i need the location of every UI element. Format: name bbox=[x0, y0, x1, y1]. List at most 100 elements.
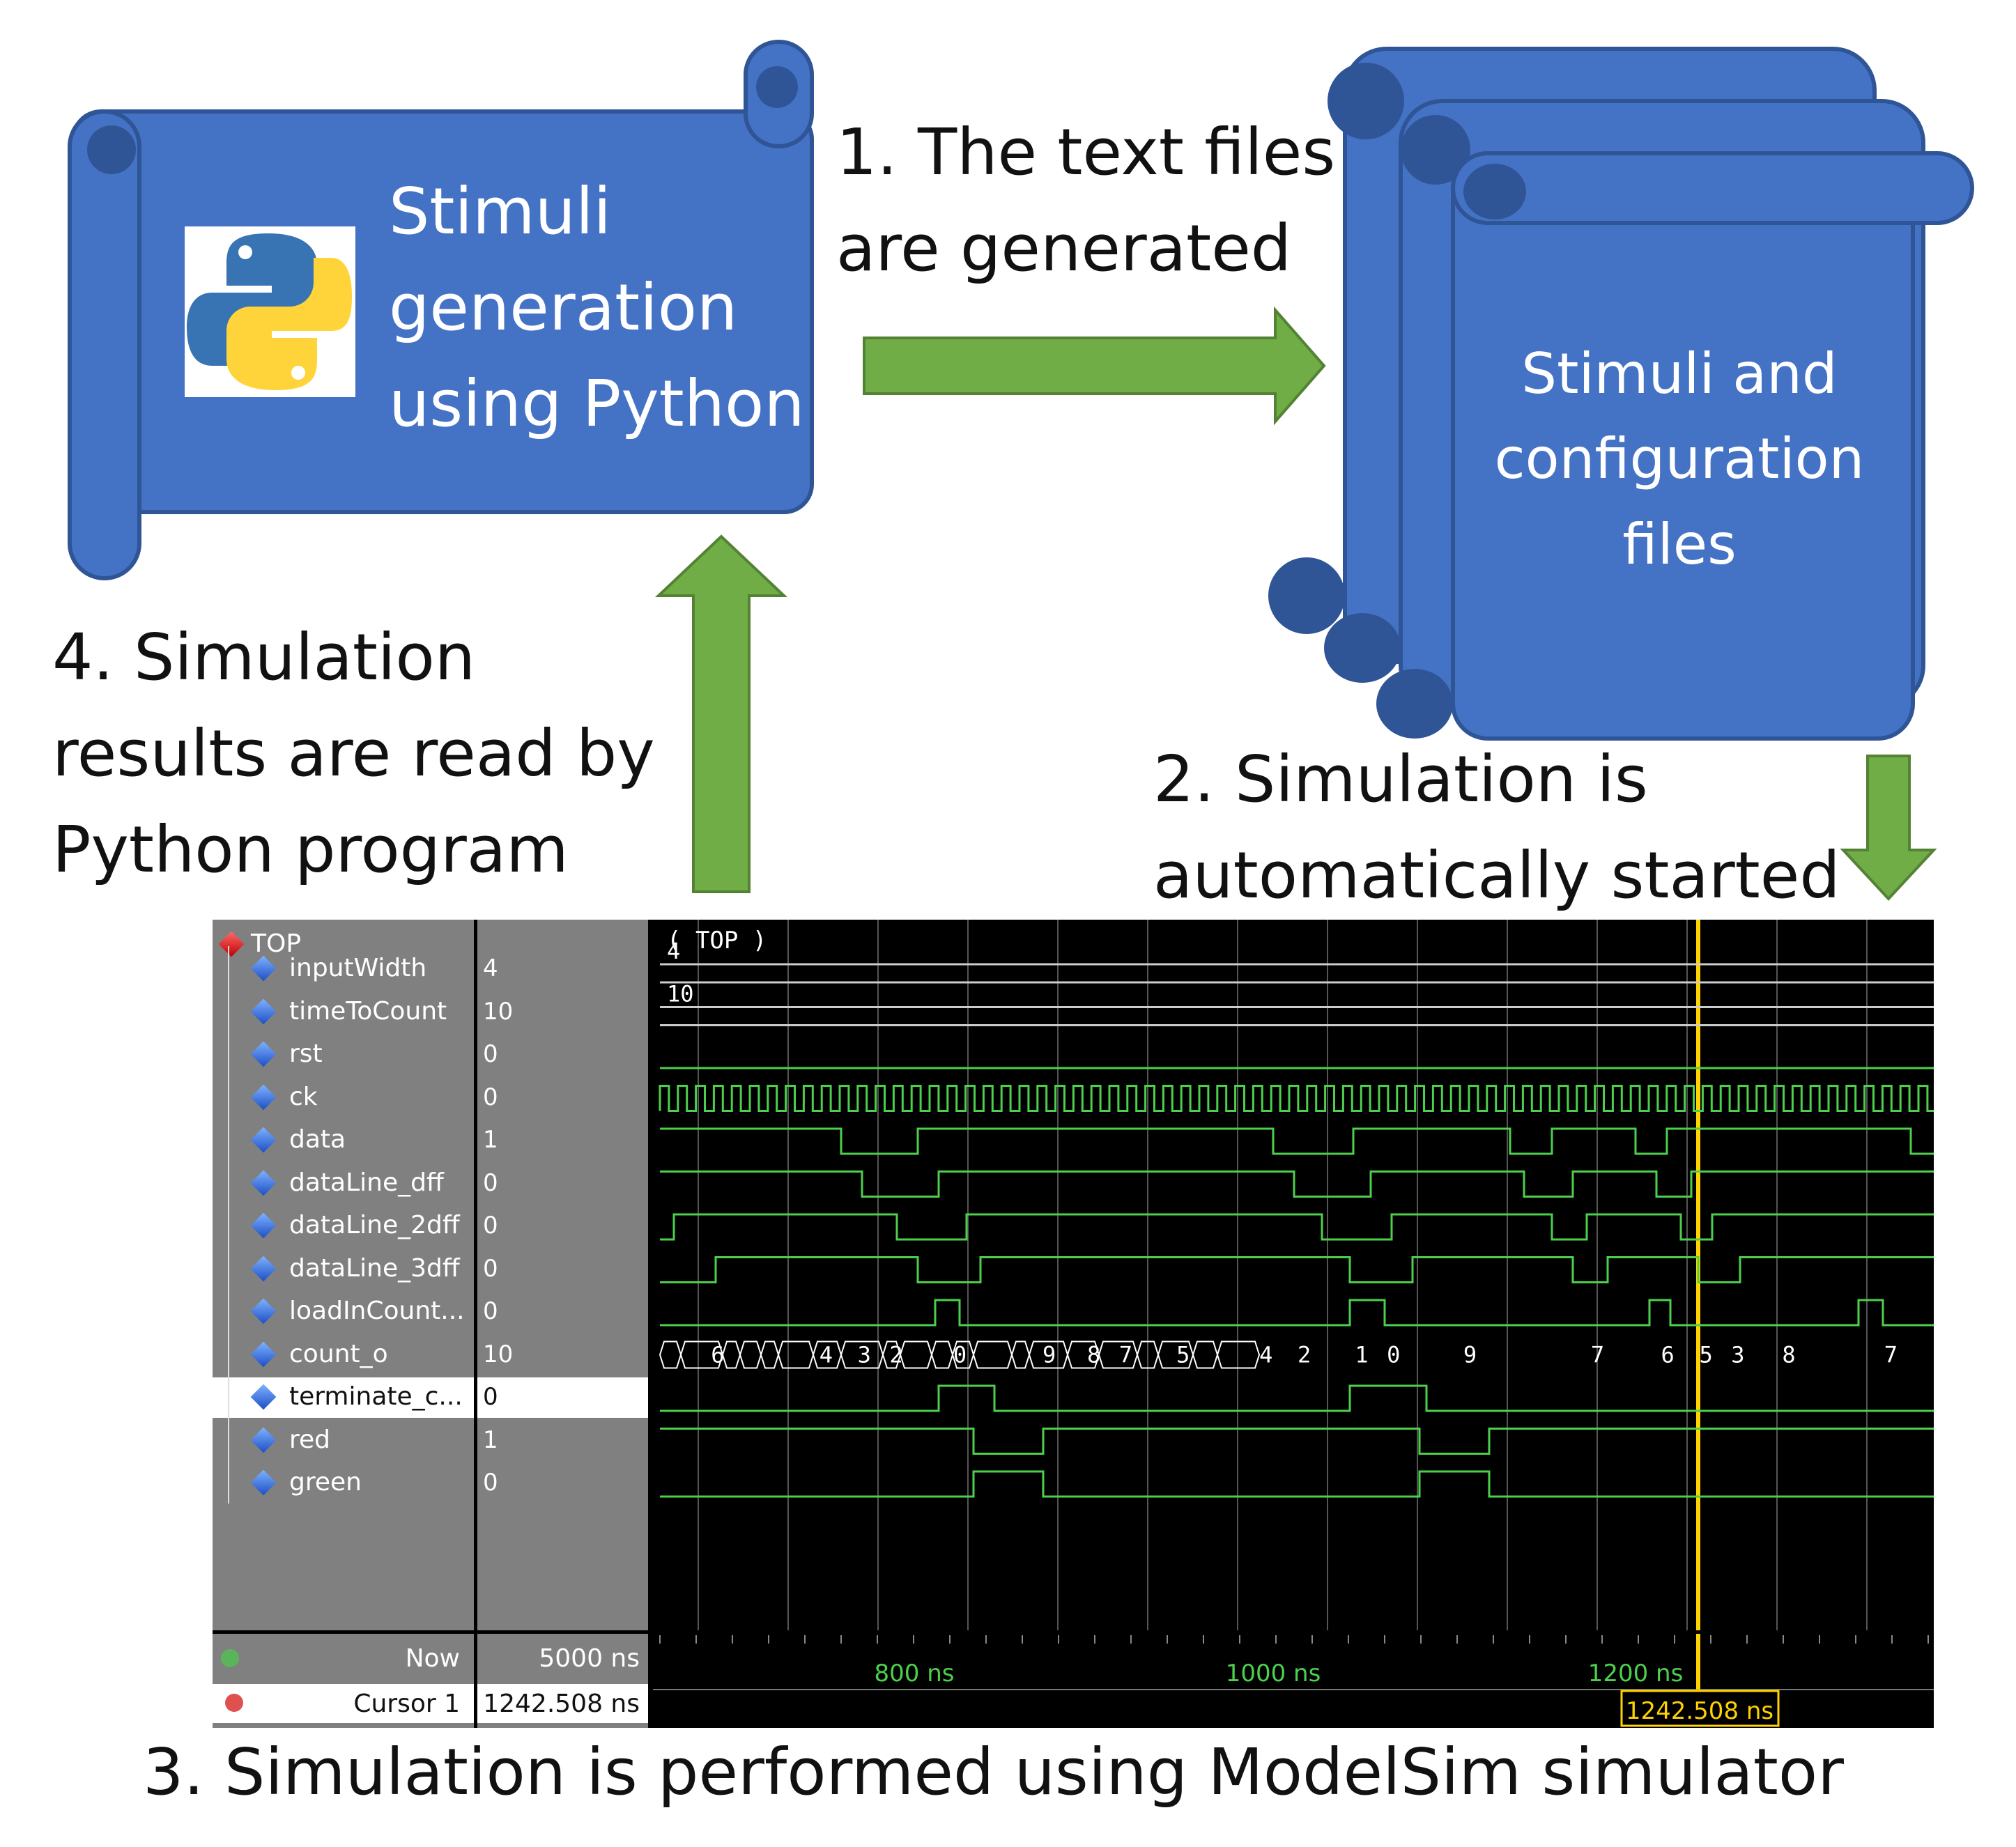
signal-name[interactable]: terminate_c... bbox=[289, 1382, 463, 1411]
step1-line2: are generated bbox=[836, 211, 1292, 286]
digital-wave bbox=[660, 1213, 1934, 1241]
count-segment bbox=[739, 1340, 762, 1369]
step4-line3: Python program bbox=[52, 812, 569, 887]
digital-wave bbox=[660, 1127, 1934, 1155]
modelsim-wave-window: TOP inputWidth timeToCount rst ck data dataLi… bbox=[213, 920, 1934, 1728]
files-scroll-title-line2: configuration bbox=[1494, 426, 1865, 491]
signal-value: 0 bbox=[483, 1254, 498, 1283]
count-value-label: 3 bbox=[858, 1342, 871, 1368]
signal-name[interactable]: timeToCount bbox=[289, 996, 447, 1026]
signal-name[interactable]: dataLine_dff bbox=[289, 1168, 444, 1197]
count-segment bbox=[972, 1340, 1013, 1369]
tree-line bbox=[228, 1074, 229, 1118]
files-scroll-shape bbox=[1268, 47, 1974, 741]
count-value-label: 7 bbox=[1119, 1342, 1132, 1368]
tree-line bbox=[228, 1331, 229, 1375]
remove-cursor-icon[interactable] bbox=[225, 1694, 243, 1712]
selected-row-highlight bbox=[477, 1377, 648, 1418]
signal-name[interactable]: green bbox=[289, 1468, 362, 1497]
signal-name[interactable]: dataLine_2dff bbox=[289, 1211, 460, 1239]
count-value-label: 5 bbox=[1699, 1342, 1712, 1368]
footer-value-pane: 5000 ns 1242.508 ns bbox=[477, 1634, 648, 1728]
time-tick-label: 1200 ns bbox=[1588, 1660, 1684, 1687]
bus-value-label: 4 bbox=[667, 938, 680, 964]
signal-name[interactable]: data bbox=[289, 1125, 346, 1154]
step1-line1: 1. The text files bbox=[836, 115, 1336, 190]
signal-name[interactable]: inputWidth bbox=[289, 954, 427, 982]
count-value-label: 0 bbox=[953, 1342, 967, 1368]
count-segment bbox=[721, 1340, 741, 1369]
tree-line bbox=[228, 1460, 229, 1504]
signal-icon bbox=[250, 998, 277, 1024]
tree-line bbox=[228, 1118, 229, 1161]
signal-icon bbox=[250, 1341, 277, 1367]
waveform-canvas[interactable]: 410643209875421097653876 bbox=[653, 920, 1934, 1630]
cursor-badge: 1242.508 ns bbox=[1626, 1697, 1773, 1725]
arrow-down-icon bbox=[1840, 755, 1937, 901]
signal-value: 1 bbox=[483, 1126, 498, 1154]
bus-value-label: 10 bbox=[667, 981, 694, 1007]
python-scroll-shape bbox=[68, 40, 814, 580]
time-tick-label: 1000 ns bbox=[1226, 1660, 1321, 1687]
digital-wave bbox=[660, 1170, 1934, 1198]
cursor-badge-box bbox=[1620, 1690, 1780, 1727]
arrow-right-icon bbox=[863, 306, 1326, 426]
signal-icon bbox=[250, 1127, 277, 1153]
digital-wave bbox=[660, 1470, 1934, 1498]
tree-line bbox=[228, 989, 229, 1032]
signal-value: 1 bbox=[483, 1425, 498, 1454]
signal-name[interactable]: ck bbox=[289, 1082, 318, 1111]
digital-wave bbox=[660, 1428, 1934, 1455]
signal-value: 0 bbox=[483, 1040, 498, 1068]
arrow-up-icon bbox=[654, 534, 788, 893]
signal-name[interactable]: count_o bbox=[289, 1339, 388, 1368]
signal-name[interactable]: rst bbox=[289, 1040, 323, 1068]
files-scroll-title-line3: files bbox=[1622, 512, 1737, 577]
count-segment bbox=[1010, 1340, 1031, 1369]
tree-line bbox=[228, 946, 229, 989]
signal-icon bbox=[250, 1212, 277, 1239]
count-value-label: 0 bbox=[1387, 1342, 1400, 1368]
now-value: 5000 ns bbox=[539, 1644, 640, 1673]
count-value-label: 5 bbox=[1176, 1342, 1190, 1368]
tree-line bbox=[228, 1032, 229, 1075]
cursor-value-bg bbox=[477, 1684, 648, 1723]
root-name[interactable]: TOP bbox=[251, 929, 302, 958]
waveform-pane: 410643209875421097653876 ( TOP ) bbox=[653, 920, 1934, 1630]
clock-wave bbox=[659, 1085, 1934, 1112]
count-value-label: 9 bbox=[1042, 1342, 1056, 1368]
python-logo-icon bbox=[185, 226, 355, 397]
root-wave-label: ( TOP ) bbox=[667, 927, 767, 955]
step3-label: 3. Simulation is performed using ModelSi… bbox=[143, 1735, 1844, 1809]
signal-value: 0 bbox=[483, 1168, 498, 1197]
signal-icon bbox=[250, 1469, 277, 1496]
files-scroll-title-line1: Stimuli and bbox=[1521, 341, 1838, 406]
python-scroll-title-line3: using Python bbox=[389, 366, 805, 441]
count-segment bbox=[760, 1340, 780, 1369]
signal-value: 10 bbox=[483, 997, 514, 1026]
signal-value: 0 bbox=[483, 1212, 498, 1239]
add-cursor-icon[interactable] bbox=[221, 1649, 239, 1667]
tree-line bbox=[228, 1160, 229, 1203]
signal-name[interactable]: dataLine_3dff bbox=[289, 1253, 460, 1283]
tree-line bbox=[228, 1246, 229, 1289]
count-value-label: 8 bbox=[1087, 1342, 1100, 1368]
now-label: Now bbox=[405, 1644, 460, 1673]
signal-value: 10 bbox=[483, 1340, 514, 1368]
signal-value: 0 bbox=[483, 1083, 498, 1111]
count-value-label: 9 bbox=[1463, 1342, 1477, 1368]
signal-icon bbox=[250, 1041, 277, 1067]
cursor-value: 1242.508 ns bbox=[483, 1690, 640, 1718]
signal-name[interactable]: loadInCount... bbox=[289, 1297, 465, 1325]
cursor-row-bg bbox=[213, 1684, 474, 1723]
signal-name[interactable]: red bbox=[289, 1425, 331, 1454]
count-value-label: 8 bbox=[1782, 1342, 1795, 1368]
count-segment bbox=[777, 1340, 815, 1369]
tree-line bbox=[228, 1203, 229, 1246]
count-value-label: 6 bbox=[1661, 1342, 1675, 1368]
count-segment bbox=[1216, 1340, 1261, 1369]
